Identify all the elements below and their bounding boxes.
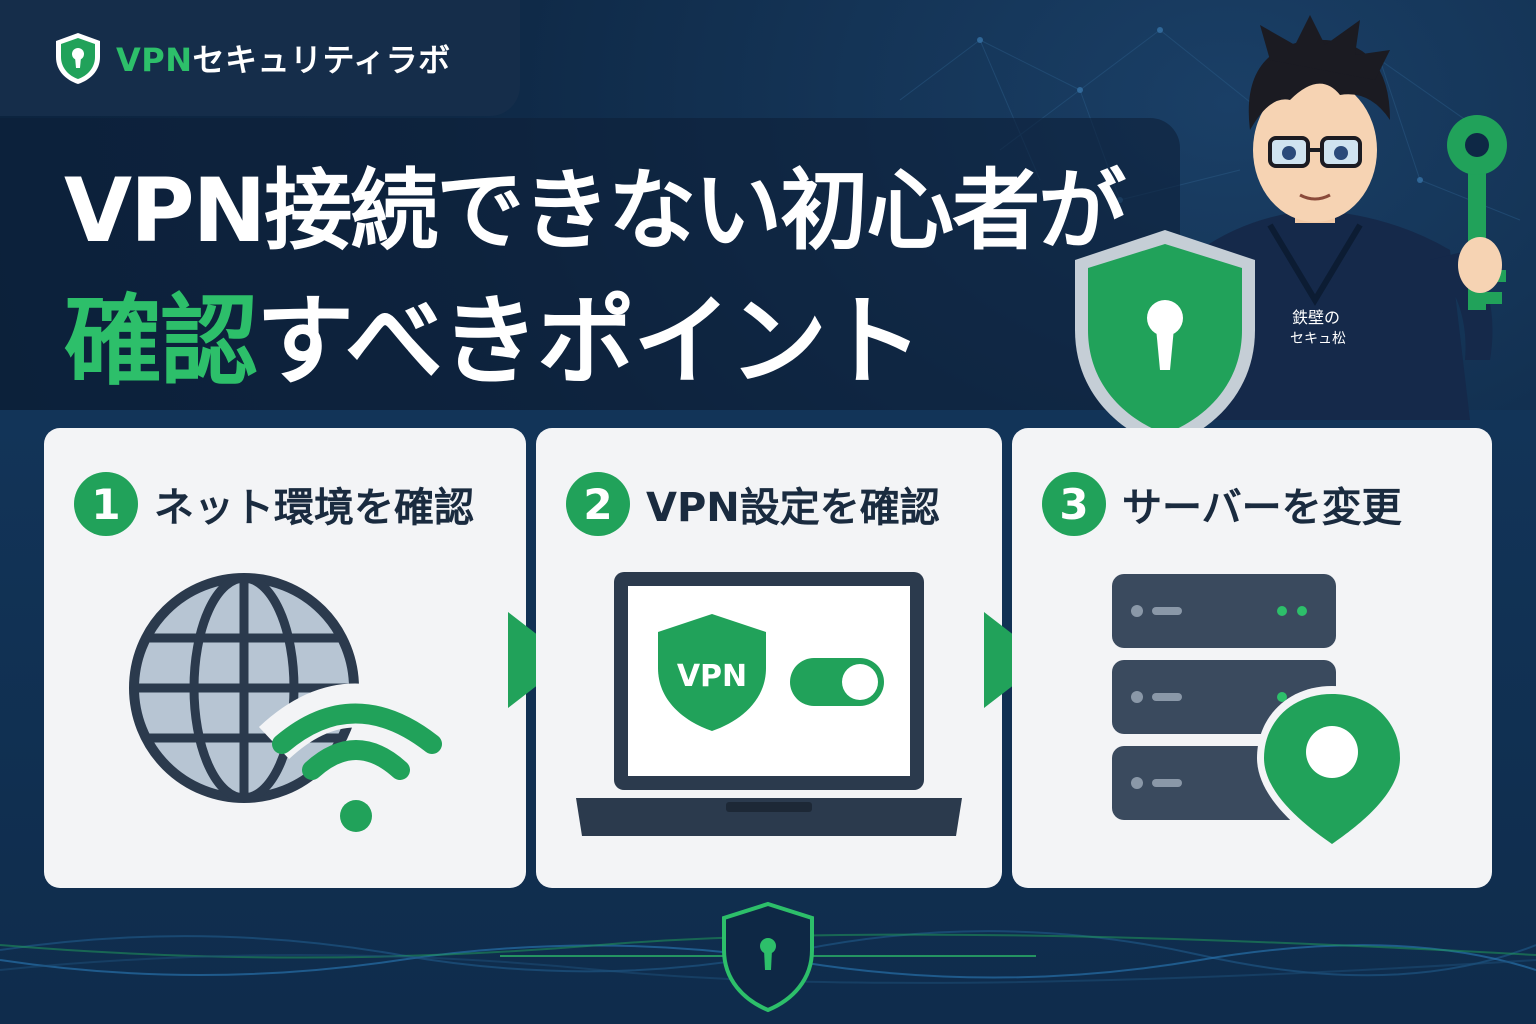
- brand-name-part2: セキュリティラボ: [192, 41, 451, 79]
- vpn-badge-text: VPN: [677, 659, 747, 694]
- brand-name-part1: VPN: [116, 41, 193, 79]
- page-title-line2: 確認すべきポイント: [64, 262, 923, 404]
- step-card-1: 1 ネット環境を確認: [44, 428, 526, 888]
- brand-bar: VPNセキュリティラボ: [0, 0, 520, 116]
- footer-shield-icon: [722, 901, 814, 1013]
- shield-keyhole-icon: [56, 33, 100, 84]
- step-number-2: 2: [566, 472, 630, 536]
- step-label-1: ネット環境を確認: [154, 485, 474, 531]
- brand-name: VPNセキュリティラボ: [116, 35, 451, 81]
- step-label-3: サーバーを変更: [1122, 485, 1402, 531]
- step-number-1: 1: [74, 472, 138, 536]
- mascot-character: 鉄壁の セキュ松: [1075, 15, 1507, 448]
- title-rest: すべきポイント: [256, 285, 923, 399]
- step-header-2: 2 VPN設定を確認: [566, 472, 940, 536]
- server-location-icon: [1112, 574, 1407, 853]
- jacket-text-line2: セキュ松: [1290, 331, 1346, 347]
- hero-panel: [0, 118, 1180, 410]
- step-card-3: 3 サーバーを変更: [1012, 428, 1492, 888]
- step-label-2: VPN設定を確認: [646, 485, 940, 531]
- laptop-vpn-icon: VPN: [576, 572, 962, 836]
- title-highlight: 確認: [64, 285, 258, 399]
- step-header-1: 1 ネット環境を確認: [74, 472, 474, 536]
- step-number-3: 3: [1042, 472, 1106, 536]
- step-header-3: 3 サーバーを変更: [1042, 472, 1402, 536]
- step-card-2: 2 VPN設定を確認 VPN: [536, 428, 1002, 888]
- jacket-text-line1: 鉄壁の: [1292, 308, 1340, 327]
- globe-wifi-icon: [129, 573, 454, 832]
- footer-wave: [0, 901, 1536, 1013]
- shield-keyhole-icon: [1075, 230, 1255, 448]
- page-title-line1: VPN接続できない初心者が: [64, 159, 1126, 262]
